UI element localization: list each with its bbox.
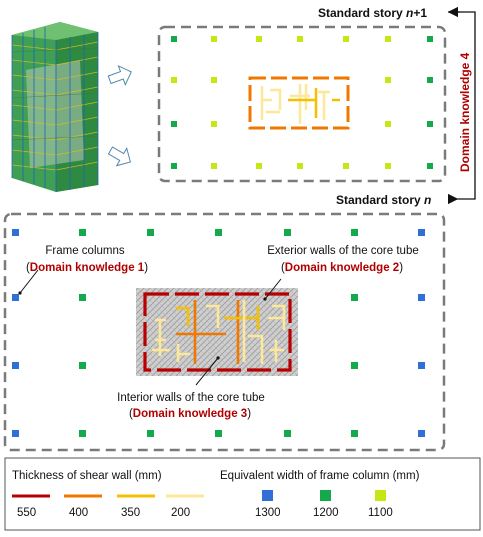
legend-wall-value-350: 350	[121, 507, 140, 519]
legend-column-value-1200: 1200	[313, 507, 339, 519]
legend-column-swatch-1200	[320, 490, 331, 501]
leader-exterior-walls	[263, 278, 282, 301]
legend-wall-value-400: 400	[69, 507, 88, 519]
arrow-to-story-plan-2	[107, 146, 132, 167]
leader-frame-columns	[18, 269, 39, 295]
legend-column-title: Equivalent width of frame column (mm)	[220, 470, 420, 482]
arrow-to-story-plan-1	[107, 64, 132, 87]
frame-columns-dk-label: (Domain knowledge 1)	[26, 262, 148, 274]
interior-walls-label: Interior walls of the core tube	[117, 392, 265, 404]
legend-wall-value-200: 200	[171, 507, 190, 519]
exterior-walls-dk-label: (Domain knowledge 2)	[281, 262, 403, 274]
legend-column-swatch-1300	[262, 490, 273, 501]
story-top-label: Standard story n+1	[318, 6, 427, 20]
legend-column-value-1100: 1100	[368, 507, 393, 519]
frame-columns-label: Frame columns	[45, 245, 124, 257]
legend-column-value-1300: 1300	[255, 507, 281, 519]
interior-walls-dk-label: (Domain knowledge 3)	[129, 408, 251, 420]
story-transition-bracket	[447, 11, 476, 205]
leader-interior-walls	[195, 356, 220, 386]
story-bottom-label: Standard story n	[336, 193, 431, 207]
legend-wall-value-550: 550	[17, 507, 36, 519]
legend: Thickness of shear wall (mm) Equivalent …	[4, 457, 481, 531]
building-3d-model	[11, 22, 99, 192]
main-floor-plan	[3, 212, 446, 452]
legend-wall-title: Thickness of shear wall (mm)	[12, 470, 162, 482]
exterior-walls-label: Exterior walls of the core tube	[267, 245, 419, 257]
top-floor-plan	[157, 25, 447, 183]
domain-knowledge-4-label: Domain knowledge 4	[458, 52, 472, 172]
legend-column-swatch-1100	[375, 490, 386, 501]
core-tube-area	[136, 288, 298, 376]
